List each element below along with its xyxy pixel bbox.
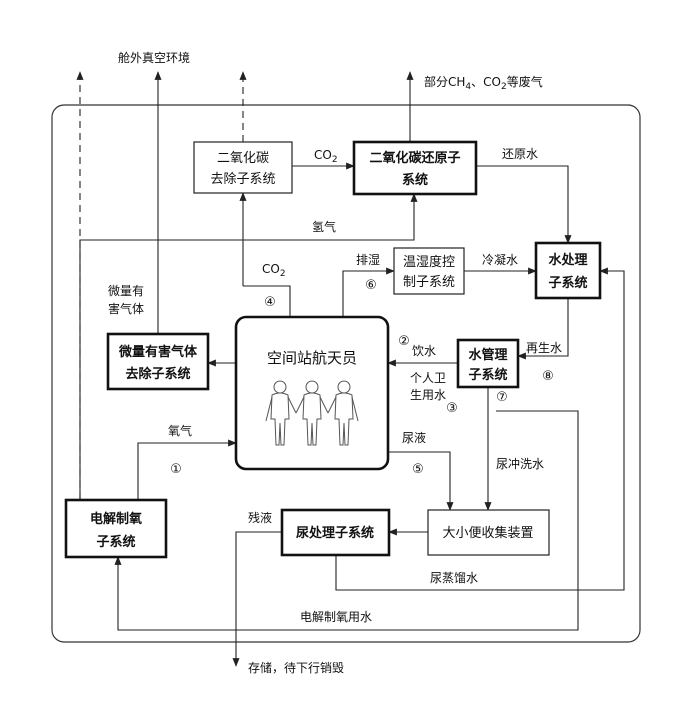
flush-water-label: 尿冲洗水 [496,456,544,471]
condensate-label: 冷凝水 [482,252,518,267]
step-number-2: ② [398,334,410,349]
humidity-control-box: 温湿度控 制子系统 [393,247,465,295]
dehumidify-label: 排湿 [356,252,380,267]
oxygen-label: 氧气 [168,423,192,438]
trace-gas-removal-line-2: 去除子系统 [125,366,190,382]
dehumidify-line [342,267,395,317]
station-boundary [51,104,641,643]
electrolysis-water-line [114,410,579,631]
step-number-4: ④ [264,295,276,310]
water-treatment-line-2: 子系统 [548,275,587,291]
storage-label: 存储，待下行销毁 [248,660,344,675]
co2-removal-line-2: 去除子系统 [210,172,275,187]
reduced-water-label: 还原水 [502,147,538,161]
water-management-line-1: 水管理 [468,347,507,363]
urine-label: 尿液 [402,430,426,445]
humidity-control-line-2: 制子系统 [403,275,455,290]
urine-processing-box: 尿处理子系统 [280,508,391,557]
electrolysis-box: 电解制氧 子系统 [64,498,168,559]
hydrogen-line [79,193,418,500]
hygiene-water-label-1: 个人卫 [410,371,446,385]
step-number-8: ⑧ [542,369,554,384]
co2-top-label: CO2 [314,148,338,165]
co2-reduction-box: 二氧化碳还原子 系统 [352,140,478,196]
waste-gas-label: 部分CH4、CO2等废气 [424,74,543,92]
trace-gas-removal-box: 微量有害气体 去除子系统 [106,332,210,391]
humidity-control-line-1: 温湿度控 [403,254,455,270]
crew-box: 空间站航天员 [234,315,390,471]
co2-reduction-line-1: 二氧化碳还原子 [369,150,460,166]
flow-lines [76,71,625,667]
astronaut-figures-icon [265,380,359,446]
urine-line [388,451,454,511]
step-numbers: ① ② ③ ④ ⑤ ⑥ ⑦ ⑧ [170,278,554,477]
drinking-water-label: 饮水 [412,344,436,358]
residue-label: 残液 [248,510,272,525]
reduced-water-line [476,165,572,244]
co2-mid-label: CO2 [262,262,286,279]
step-number-7: ⑦ [496,390,508,405]
trace-gas-removal-line-1: 微量有害气体 [118,344,198,360]
electrolysis-line-2: 子系统 [96,534,135,550]
distillate-line [335,267,625,591]
step-number-3: ③ [446,401,458,416]
residue-line [232,531,282,667]
co2-crew-line [243,285,291,317]
step-number-1: ① [170,462,182,477]
trace-gas-label-1: 微量有 [108,284,144,298]
co2-reduction-line-2: 系统 [402,172,428,188]
co2-removal-box: 二氧化碳 去除子系统 [193,141,293,194]
step-number-6: ⑥ [365,278,377,293]
regen-water-label: 再生水 [526,341,562,355]
hydrogen-label: 氢气 [312,219,336,234]
water-management-box: 水管理 子系统 [456,338,520,389]
oxygen-line [137,439,237,500]
water-treatment-box: 水处理 子系统 [534,241,602,300]
vacuum-label: 舱外真空环境 [118,50,190,65]
urine-processing-label: 尿处理子系统 [296,525,374,541]
flow-labels: 舱外真空环境 部分CH4、CO2等废气 CO2 还原水 氢气 CO2 微量有 害… [108,50,562,675]
toilet-label: 大小便收集装置 [442,525,533,541]
electrolysis-line-1: 电解制氧 [90,511,142,527]
water-treatment-line-1: 水处理 [548,252,587,268]
water-management-line-2: 子系统 [468,367,507,383]
electrolysis-water-label: 电解制氧用水 [300,610,372,624]
crew-label: 空间站航天员 [267,349,357,367]
toilet-box: 大小便收集装置 [427,509,550,556]
step-number-5: ⑤ [412,462,424,477]
hygiene-water-label-2: 生用水 [410,388,446,402]
regen-water-line [517,298,569,360]
co2-removal-line-1: 二氧化碳 [217,151,269,166]
urine-distillate-label: 尿蒸馏水 [430,571,478,585]
trace-gas-label-2: 害气体 [108,301,144,316]
